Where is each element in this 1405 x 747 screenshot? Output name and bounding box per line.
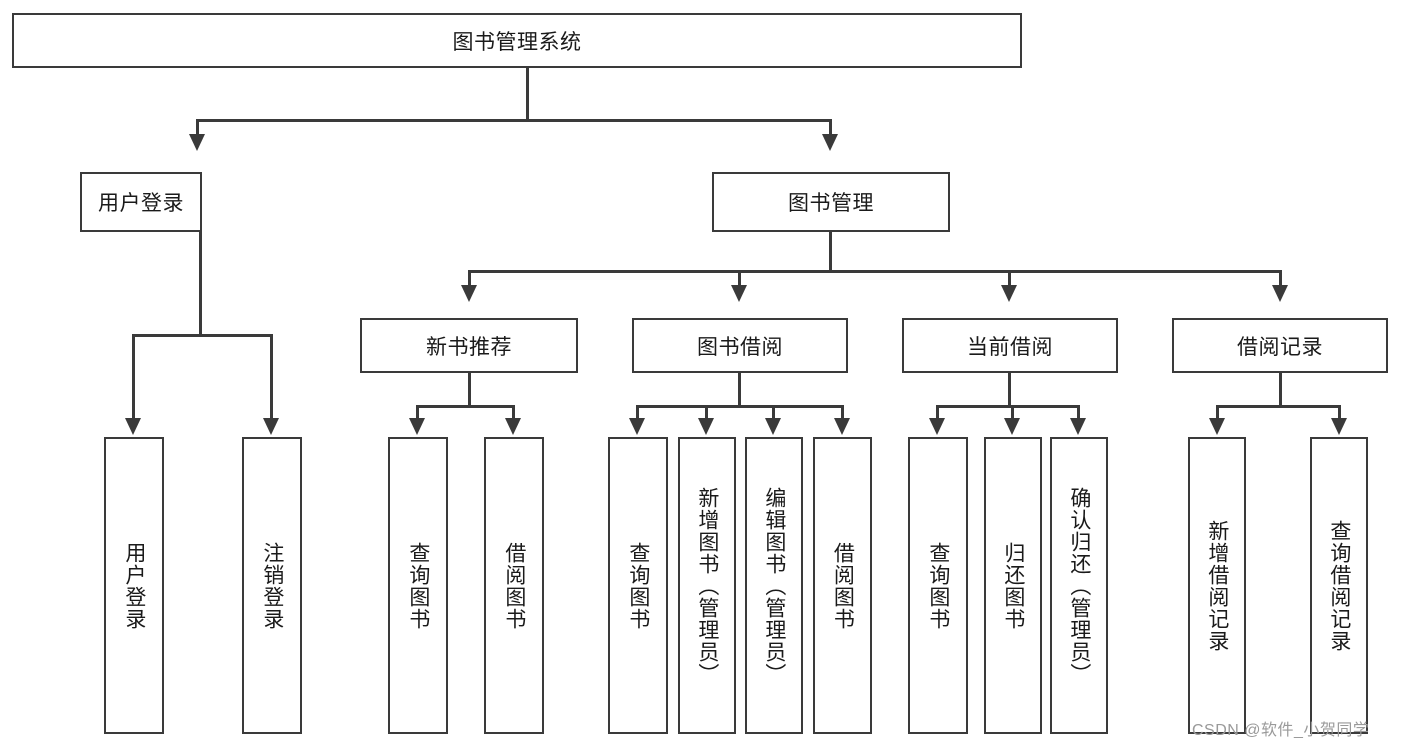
connector-root-drop-right: [829, 119, 832, 135]
leaf-query-book-current[interactable]: 查询图书: [908, 437, 968, 734]
leaf-return-book[interactable]: 归还图书: [984, 437, 1042, 734]
connector-bookmgmt-drop-4: [1279, 270, 1282, 286]
connector-bookmgmt-drop-1: [468, 270, 471, 286]
node-label: 当前借阅: [967, 335, 1053, 359]
connector-userlogin-stem: [199, 232, 202, 335]
node-label: 用户登录: [122, 541, 146, 630]
arrowhead-new-book-rec: [461, 285, 477, 302]
arrowhead-leaf-user-login: [125, 418, 141, 435]
arrowhead-borrow-add: [698, 418, 714, 435]
node-label: 新增图书（管理员）: [695, 486, 719, 685]
arrowhead-user-login: [189, 134, 205, 151]
node-label: 查询图书: [406, 541, 430, 630]
node-book-borrow[interactable]: 图书借阅: [632, 318, 848, 373]
node-new-book-recommend[interactable]: 新书推荐: [360, 318, 578, 373]
connector-current-bus: [936, 405, 1078, 408]
watermark-credit: CSDN @软件_小贺同学: [1192, 722, 1370, 739]
connector-current-drop-1: [936, 405, 939, 419]
node-borrow-record[interactable]: 借阅记录: [1172, 318, 1388, 373]
connector-current-drop-2: [1011, 405, 1014, 419]
arrowhead-borrow-record: [1272, 285, 1288, 302]
connector-record-drop-2: [1338, 405, 1341, 419]
connector-record-stem: [1279, 373, 1282, 406]
arrowhead-newbook-query: [409, 418, 425, 435]
node-label: 借阅图书: [831, 541, 855, 630]
node-book-management[interactable]: 图书管理: [712, 172, 950, 232]
arrowhead-current-return: [1004, 418, 1020, 435]
arrowhead-record-query: [1331, 418, 1347, 435]
connector-bookmgmt-bus: [468, 270, 1282, 273]
arrowhead-record-add: [1209, 418, 1225, 435]
connector-root-drop-left: [196, 119, 199, 135]
connector-bookmgmt-drop-2: [738, 270, 741, 286]
connector-root-bus: [196, 119, 830, 122]
connector-userlogin-bus: [132, 334, 272, 337]
connector-borrow-drop-4: [841, 405, 844, 419]
arrowhead-current-confirm: [1070, 418, 1086, 435]
arrowhead-book-borrow: [731, 285, 747, 302]
node-label: 图书管理: [788, 192, 874, 215]
node-label: 用户登录: [98, 192, 184, 215]
connector-newbook-drop-1: [416, 405, 419, 419]
connector-borrow-bus: [636, 405, 843, 408]
leaf-user-login[interactable]: 用户登录: [104, 437, 164, 734]
leaf-logout[interactable]: 注销登录: [242, 437, 302, 734]
node-label: 注销登录: [260, 541, 284, 630]
leaf-add-book-admin[interactable]: 新增图书（管理员）: [678, 437, 736, 734]
connector-bookmgmt-stem: [829, 232, 832, 272]
arrowhead-current-query: [929, 418, 945, 435]
arrowhead-current-borrow: [1001, 285, 1017, 302]
leaf-query-book-newbook[interactable]: 查询图书: [388, 437, 448, 734]
arrowhead-borrow-lend: [834, 418, 850, 435]
arrowhead-newbook-borrow: [505, 418, 521, 435]
node-label: 借阅图书: [502, 541, 526, 630]
leaf-query-book-borrow[interactable]: 查询图书: [608, 437, 668, 734]
leaf-lend-book[interactable]: 借阅图书: [813, 437, 872, 734]
connector-bookmgmt-drop-3: [1008, 270, 1011, 286]
node-label: 借阅记录: [1237, 335, 1323, 359]
node-label: 新增借阅记录: [1205, 519, 1229, 652]
connector-current-stem: [1008, 373, 1011, 406]
node-label: 图书借阅: [697, 335, 783, 359]
connector-newbook-drop-2: [512, 405, 515, 419]
node-label: 查询图书: [926, 541, 950, 630]
node-current-borrow[interactable]: 当前借阅: [902, 318, 1118, 373]
leaf-confirm-return-admin[interactable]: 确认归还（管理员）: [1050, 437, 1108, 734]
node-label: 确认归还（管理员）: [1067, 486, 1091, 685]
connector-borrow-stem: [738, 373, 741, 406]
connector-userlogin-drop-2: [270, 334, 273, 419]
connector-newbook-bus: [416, 405, 514, 408]
node-label: 查询图书: [626, 541, 650, 630]
connector-current-drop-3: [1077, 405, 1080, 419]
leaf-query-borrow-record[interactable]: 查询借阅记录: [1310, 437, 1368, 734]
leaf-edit-book-admin[interactable]: 编辑图书（管理员）: [745, 437, 803, 734]
connector-borrow-drop-3: [772, 405, 775, 419]
connector-newbook-stem: [468, 373, 471, 406]
node-label: 查询借阅记录: [1327, 519, 1351, 652]
node-root-system[interactable]: 图书管理系统: [12, 13, 1022, 68]
arrowhead-book-manage: [822, 134, 838, 151]
connector-root-stem: [526, 68, 529, 120]
node-label: 图书管理系统: [452, 30, 582, 54]
node-label: 归还图书: [1001, 541, 1025, 630]
leaf-borrow-book-newbook[interactable]: 借阅图书: [484, 437, 544, 734]
arrowhead-borrow-edit: [765, 418, 781, 435]
arrowhead-borrow-query: [629, 418, 645, 435]
connector-userlogin-drop-1: [132, 334, 135, 419]
arrowhead-leaf-logout: [263, 418, 279, 435]
connector-record-bus: [1216, 405, 1340, 408]
leaf-add-borrow-record[interactable]: 新增借阅记录: [1188, 437, 1246, 734]
node-label: 编辑图书（管理员）: [762, 486, 786, 685]
connector-borrow-drop-1: [636, 405, 639, 419]
connector-record-drop-1: [1216, 405, 1219, 419]
node-label: 新书推荐: [426, 335, 512, 359]
node-user-login[interactable]: 用户登录: [80, 172, 202, 232]
connector-borrow-drop-2: [705, 405, 708, 419]
